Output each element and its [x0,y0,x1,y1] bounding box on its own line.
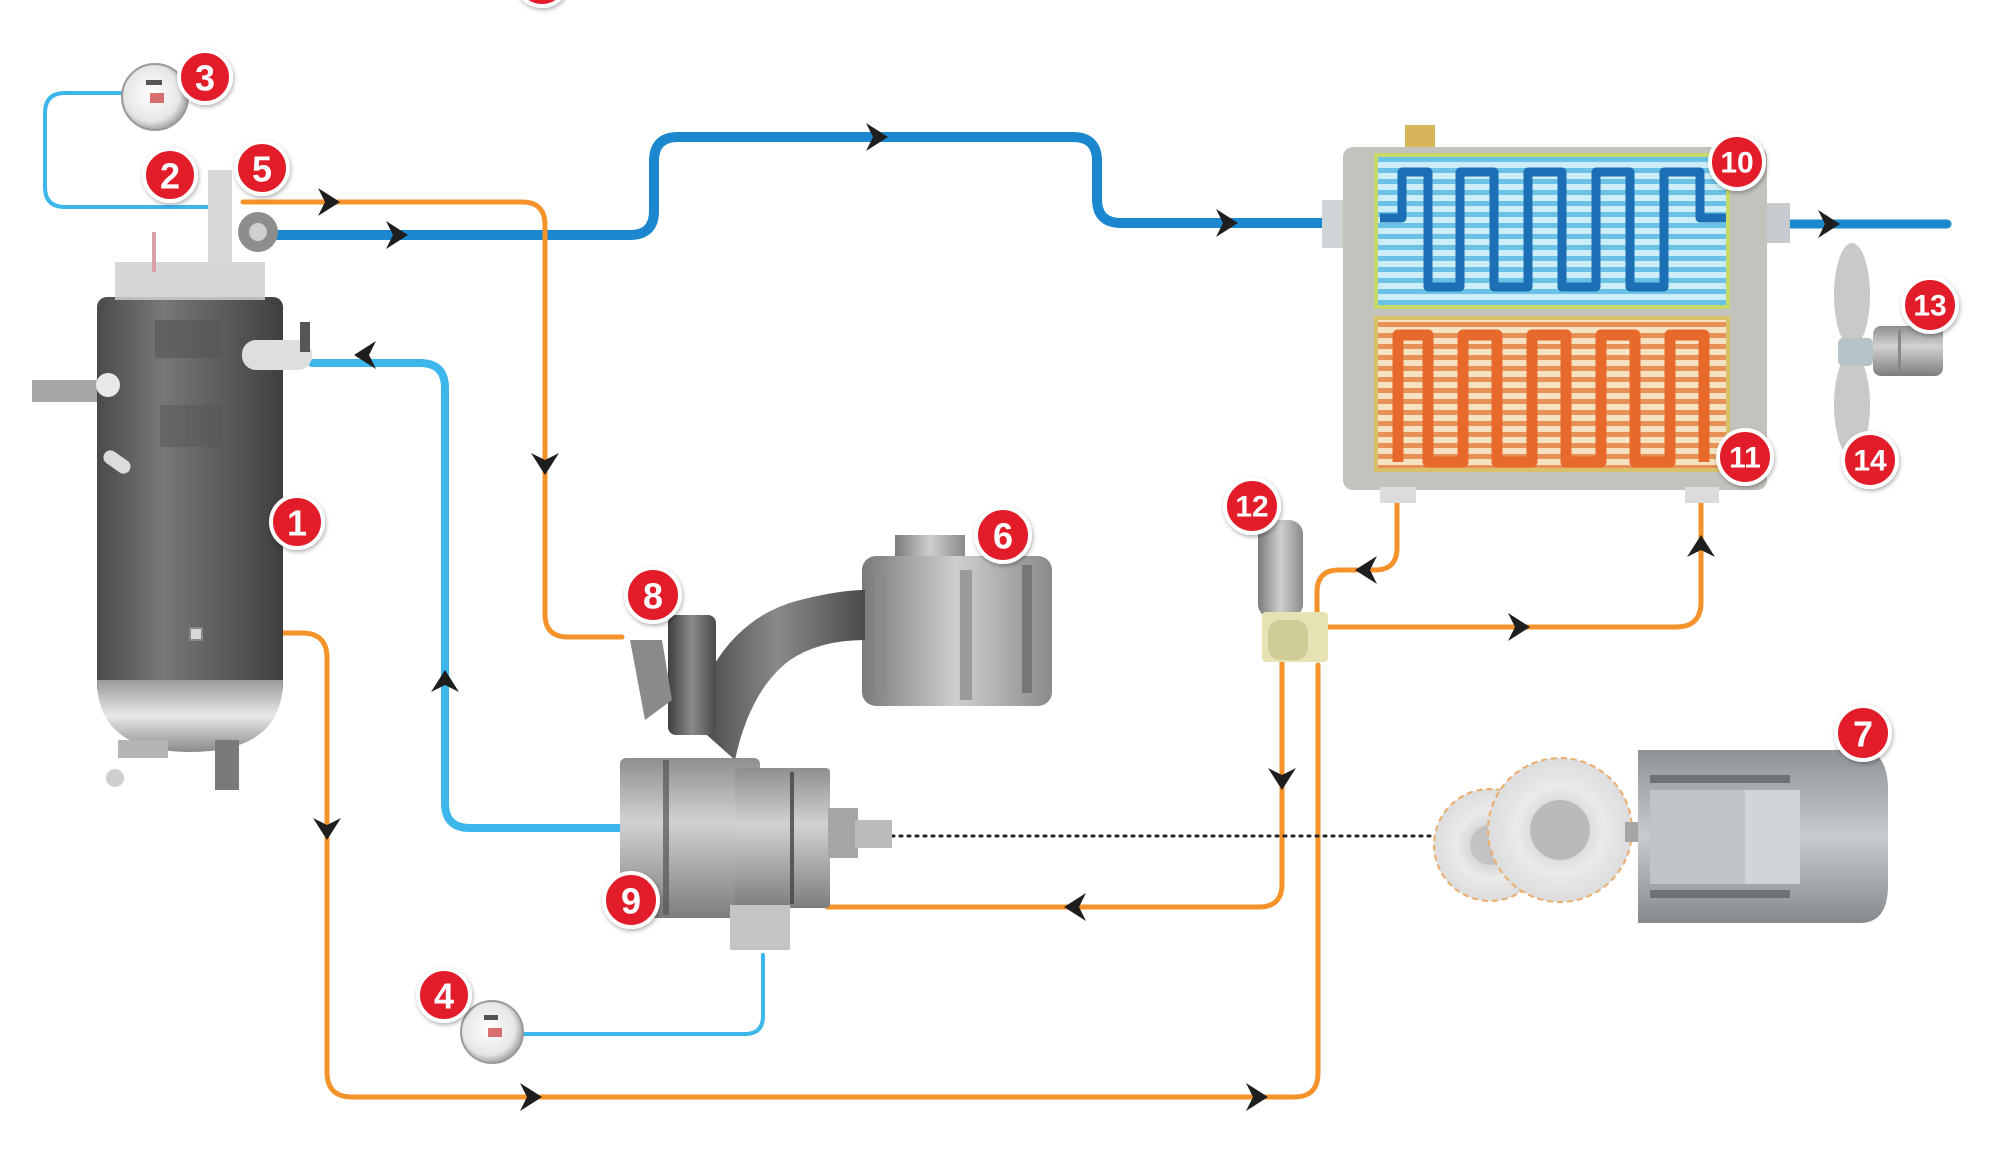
badge-circle [1223,477,1281,535]
flow-arrows [313,123,1840,1111]
badge-circle [1708,133,1766,191]
badge-circle [974,506,1032,564]
flow-arrow-right [318,188,340,216]
badge-number: 13 [1913,290,1946,323]
flow-arrow-right [1246,1083,1268,1111]
electric-motor [1625,750,1888,923]
badge-circle [234,140,290,196]
badge-number: 3 [195,58,215,99]
badge-number: 11 [1729,442,1761,475]
badge-circle [269,494,325,550]
flow-arrow-down [313,818,341,840]
flow-arrow-right [1508,613,1530,641]
pipe-network [43,91,1952,1100]
thermostatic-valve [1258,520,1328,662]
component-badge-12: 12 [1223,477,1281,535]
badge-number: 1 [287,503,307,544]
badge-circle [1901,276,1959,334]
badge-number: 10 [1720,147,1753,180]
badge-circle [1716,428,1774,486]
oil-to-cooler-line [1323,500,1704,630]
compressed-air-line [253,132,1329,240]
component-badge-3: 3 [177,49,233,105]
component-badge-13: 13 [1901,276,1959,334]
component-badge-11: 11 [1716,428,1774,486]
flow-arrow-right [1818,210,1840,238]
component-badge-1: 1 [269,494,325,550]
separator-tank [32,170,312,790]
vacuum-gauge [460,1000,524,1064]
flow-arrow-up [1687,535,1715,557]
badge-circle [602,871,660,929]
partial-badge-top [522,0,562,8]
gauge-line-top [43,91,212,209]
hot-oil-line [190,630,1321,1100]
badge-number: 12 [1235,491,1268,524]
badge-circle [624,566,682,624]
flow-arrow-right [866,123,888,151]
badge-number: 4 [434,976,454,1017]
flow-arrow-left [354,341,376,369]
oil-cooler-coil [1392,329,1710,468]
vacuum-gauge-line [520,953,765,1036]
combined-cooler [1322,125,1790,503]
cooling-fan [1834,243,1873,457]
flow-arrow-left [1064,893,1086,921]
badge-number: 7 [1853,714,1873,755]
component-badge-9: 9 [602,871,660,929]
badge-number: 8 [643,576,663,617]
badge-number: 14 [1853,445,1887,478]
badge-circle [416,967,472,1023]
flow-arrow-down [531,453,559,475]
component-badge-4: 4 [416,967,472,1023]
badge-number: 9 [621,881,641,922]
oil-injection-line [824,659,1285,910]
component-badge-5: 5 [234,140,290,196]
screw-air-end [620,758,892,950]
component-badge-7: 7 [1834,704,1892,762]
badge-circle [177,49,233,105]
flow-arrow-right [386,221,408,249]
flow-arrow-left [1355,556,1377,584]
badge-number: 6 [993,516,1013,557]
component-badge-10: 10 [1708,133,1766,191]
badge-circle [1834,704,1892,762]
gear-coupling [1433,757,1633,903]
control-oil-line [240,199,625,640]
badge-number: 5 [252,149,272,190]
component-badge-8: 8 [624,566,682,624]
air-filter [690,535,1052,760]
component-badge-14: 14 [1841,431,1899,489]
fan-motor [1873,326,1943,376]
component-badge-6: 6 [974,506,1032,564]
flow-arrow-right [1216,209,1238,237]
flow-arrow-down [1268,768,1296,790]
badge-circle [1841,431,1899,489]
return-air-line [308,359,626,832]
air-cooler-coil [1380,167,1726,292]
badge-number: 2 [160,156,180,197]
component-badge-2: 2 [142,147,198,203]
oil-from-cooler-line [1314,500,1400,618]
flow-arrow-up [431,670,459,692]
intake-valve [630,615,716,735]
badge-circle [142,147,198,203]
flow-arrow-right [520,1083,542,1111]
